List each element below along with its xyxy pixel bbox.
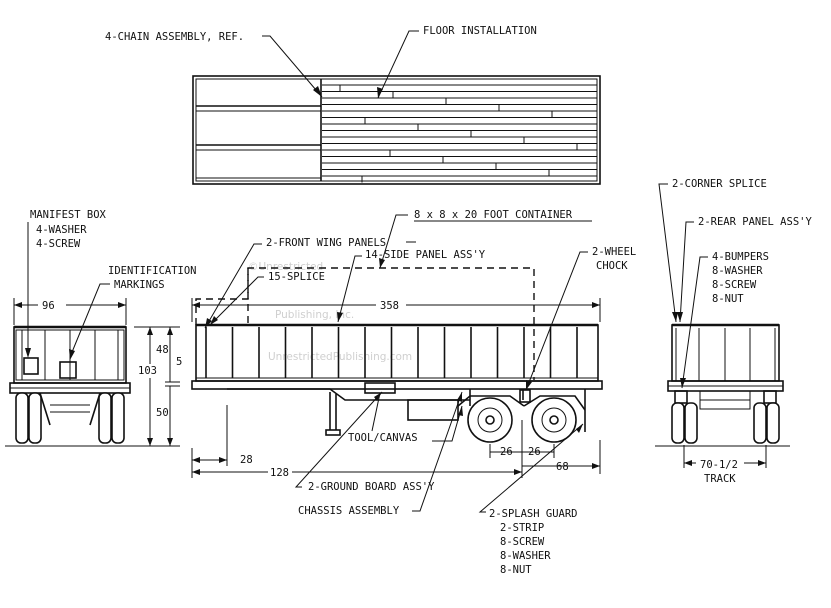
rear-axle-wheel [531,397,577,443]
splash-guard-label: 2-SPLASH GUARD [489,508,578,520]
track-label: TRACK [704,473,736,485]
front-overhang-value: 28 [240,454,253,466]
front-right-tire [98,392,112,444]
watermark-line-1: ©Unrestricted [248,261,323,273]
front-wing-panels-label: 2-FRONT WING PANELS [266,237,386,249]
floor-installation-label: FLOOR INSTALLATION [423,25,537,37]
chassis-frame [227,388,470,401]
manifest-box [23,357,39,375]
side-rail [191,380,603,390]
floor-outline [192,75,601,185]
rear-left-tire [671,402,685,444]
watermark: ©Unrestricted Publishing, Inc. Unrestric… [248,261,412,363]
kingpin-axle-value: 128 [270,467,289,479]
wheel-chock [519,389,531,403]
chassis-label: CHASSIS ASSEMBLY [298,505,400,517]
side-panels [205,327,578,378]
tool-canvas-label: TOOL/CANVAS [348,432,418,444]
identification-marking [59,361,77,379]
upper-height-value: 48 [156,344,169,356]
front-axle-wheel [467,397,513,443]
floor-plan-view [192,75,601,185]
bumpers-screw-label: 8-SCREW [712,279,757,291]
container-outline [195,267,535,380]
wheel-chock-label-2: CHOCK [596,260,628,272]
container-label: 8 x 8 x 20 FOOT CONTAINER [414,209,573,221]
wheel-chock-label: 2-WHEEL [592,246,636,258]
lower-height-value: 50 [156,407,169,419]
bumpers-nut-label: 8-NUT [712,293,744,305]
chain-assembly-label: 4-CHAIN ASSEMBLY, REF. [105,31,244,43]
total-height-value: 103 [138,365,157,377]
axle-spacing-a-value: 26 [500,446,513,458]
side-view [191,267,603,443]
identification-label: IDENTIFICATION [108,265,197,277]
splash-guard-washer-label: 8-WASHER [500,550,551,562]
splice-label: 15-SPLICE [268,271,325,283]
splash-guard-strip-label: 2-STRIP [500,522,544,534]
front-width-value: 96 [42,300,55,312]
splash-guard-nut-label: 8-NUT [500,564,532,576]
splash-guard-screw-label: 8-SCREW [500,536,545,548]
front-view [9,325,131,444]
corner-splice-label: 2-CORNER SPLICE [672,178,767,190]
floor-installation-leader [377,30,419,99]
tool-box [364,382,396,394]
manifest-box-washer: 4-WASHER [36,224,87,236]
floor-boards [322,84,597,183]
front-left-tire [15,392,29,444]
gap-value: 5 [176,356,182,368]
watermark-line-2: Publishing, Inc. [275,309,354,321]
rear-overhang-value: 68 [556,461,569,473]
rear-bumper-right [763,390,777,404]
side-panel-label: 14-SIDE PANEL ASS'Y [365,249,486,261]
rear-bumper-left [674,390,688,404]
chain-assembly-leader [262,35,323,98]
identification-label-2: MARKINGS [114,279,165,291]
rear-view [667,323,784,444]
rear-right-tire [753,402,767,444]
manifest-box-label: MANIFEST BOX [30,209,107,221]
bumpers-label: 4-BUMPERS [712,251,769,263]
manifest-box-screw: 4-SCREW [36,238,81,250]
track-width-value: 70-1/2 [700,459,738,471]
watermark-line-3: UnrestrictedPublishing.com [268,351,412,363]
canvas-box [407,399,459,421]
length-value: 358 [380,300,399,312]
axle-spacing-b-value: 26 [528,446,541,458]
ground-board-label: 2-GROUND BOARD ASS'Y [308,481,435,493]
bumpers-washer-label: 8-WASHER [712,265,763,277]
rear-panel-label: 2-REAR PANEL ASS'Y [698,216,812,228]
